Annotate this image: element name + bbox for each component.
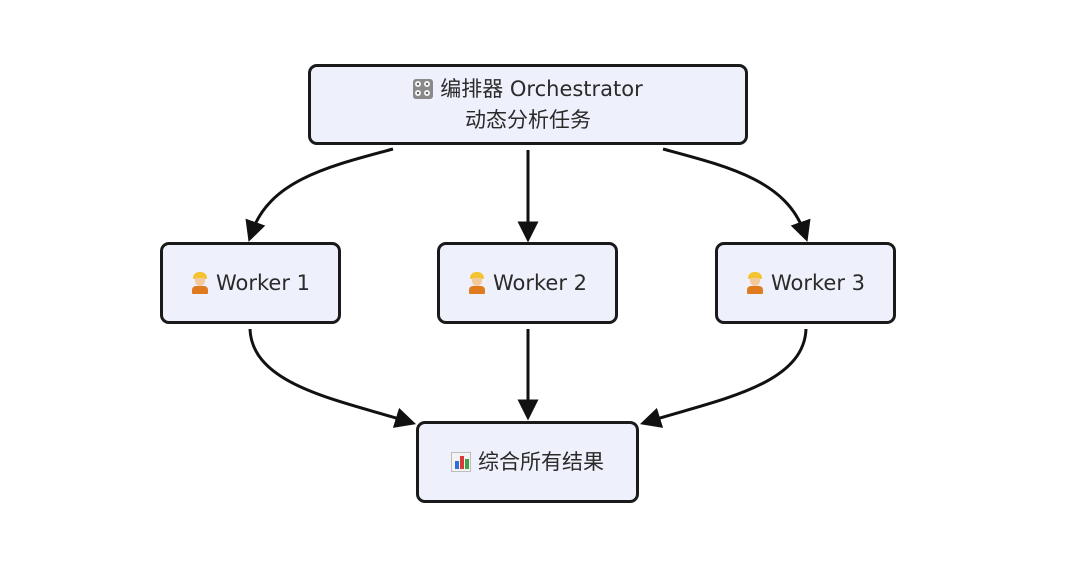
worker-label: Worker 2	[492, 270, 588, 295]
orchestrator-subtitle: 动态分析任务	[465, 107, 591, 132]
orchestrator-node: 编排器 Orchestrator 动态分析任务	[308, 64, 748, 145]
edge-orchestrator-to-worker-1	[245, 147, 394, 242]
construction-worker-icon	[746, 272, 764, 294]
edge-orchestrator-to-worker-3	[662, 147, 811, 242]
orchestrator-title: 编排器 Orchestrator	[440, 77, 643, 102]
worker-label: Worker 3	[770, 270, 866, 295]
worker-node-1: Worker 1	[160, 242, 341, 324]
construction-worker-icon	[468, 272, 486, 294]
orchestrator-subtitle-line: 动态分析任务	[465, 105, 591, 135]
worker-node-2: Worker 2	[437, 242, 618, 324]
control-knobs-icon	[413, 79, 434, 100]
bar-chart-icon	[451, 452, 471, 472]
construction-worker-icon	[191, 272, 209, 294]
edge-worker-1-to-aggregate	[248, 328, 417, 428]
aggregate-label: 综合所有结果	[478, 449, 604, 474]
orchestrator-title-line: 编排器 Orchestrator	[413, 74, 643, 104]
aggregate-results-node: 综合所有结果	[416, 421, 639, 503]
worker-node-3: Worker 3	[715, 242, 896, 324]
edge-worker-3-to-aggregate	[639, 328, 808, 428]
worker-label: Worker 1	[215, 270, 311, 295]
